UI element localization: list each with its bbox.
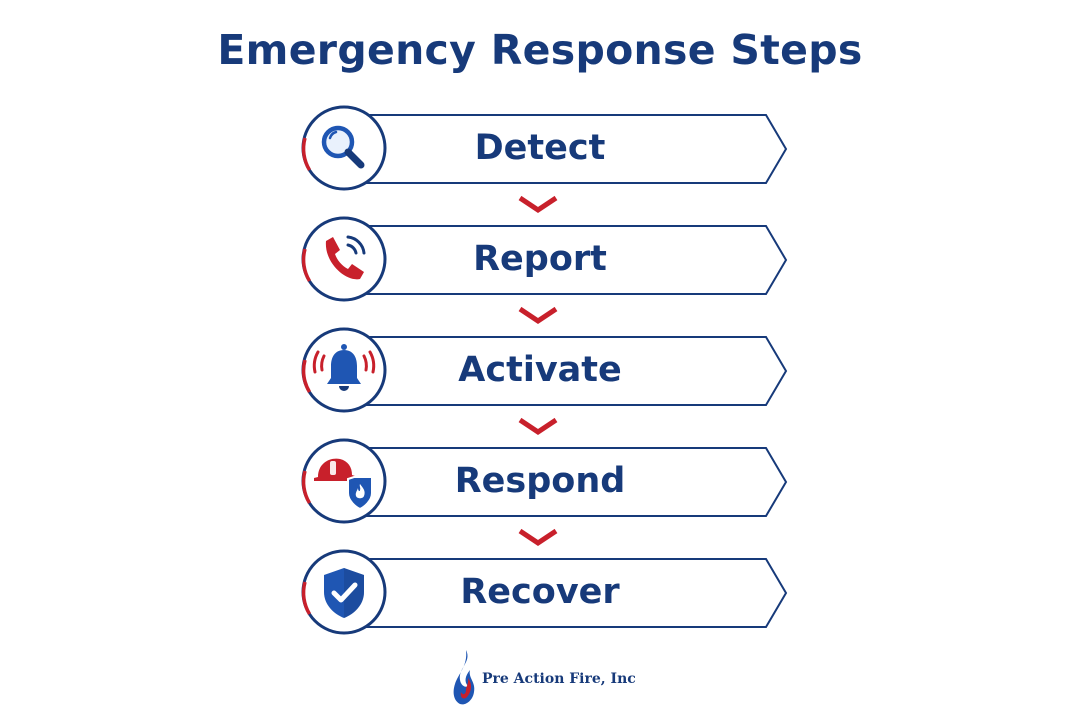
step-icon-circle	[301, 105, 387, 191]
step-banner	[343, 114, 788, 184]
flame-logo-icon	[453, 650, 475, 705]
step-report: Report	[298, 214, 790, 304]
step-label: Detect	[474, 128, 606, 168]
step-banner	[343, 225, 788, 295]
step-icon-circle	[301, 549, 387, 635]
chevron-down-icon	[518, 306, 558, 325]
company-name: Pre Action Fire, Inc	[482, 671, 636, 687]
step-detect: Detect	[298, 103, 790, 193]
page-title: Emergency Response Steps	[217, 26, 863, 74]
step-label: Recover	[460, 572, 620, 612]
shield-check-icon	[324, 568, 364, 618]
magnifier-icon	[321, 125, 365, 169]
step-recover: Recover	[298, 547, 790, 637]
step-label: Respond	[454, 461, 626, 501]
firefighter-helmet-shield-icon	[314, 458, 373, 511]
step-icon-circle	[301, 438, 387, 524]
step-banner	[343, 336, 788, 406]
step-banner	[343, 558, 788, 628]
alarm-bell-icon	[312, 344, 376, 391]
step-activate: Activate	[298, 325, 790, 415]
step-icon-circle	[301, 327, 387, 413]
chevron-down-icon	[518, 528, 558, 547]
step-respond: Respond	[298, 436, 790, 526]
chevron-down-icon	[518, 417, 558, 436]
phone-ringing-icon	[325, 235, 366, 280]
step-label: Activate	[458, 350, 622, 390]
company-logo: Pre Action Fire, Inc	[452, 648, 652, 708]
step-label: Report	[473, 239, 607, 279]
step-banner	[343, 447, 788, 517]
step-icon-circle	[301, 216, 387, 302]
chevron-down-icon	[518, 195, 558, 214]
